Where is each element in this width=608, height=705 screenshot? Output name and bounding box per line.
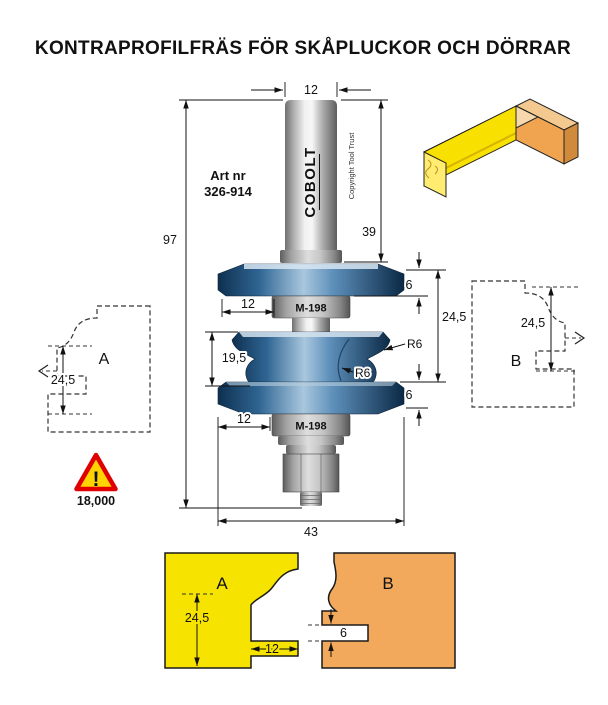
dim-label: R6 bbox=[407, 337, 423, 351]
profile-a-pointer-arrow bbox=[37, 364, 49, 378]
bearing-top-label: M-198 bbox=[295, 303, 326, 315]
dim-label: 12 bbox=[237, 412, 251, 426]
page-title: KONTRAPROFILFRÄS FÖR SKÅPLUCKOR OCH DÖRR… bbox=[35, 38, 571, 59]
piece-a-label: A bbox=[216, 574, 228, 593]
rail-profile-line bbox=[434, 165, 438, 175]
warning-triangle-icon bbox=[74, 452, 118, 492]
dim-profile-height: 24,5 bbox=[400, 269, 468, 383]
piece-a-section: 24,5 12 A bbox=[164, 552, 299, 669]
dim-bottom-edge: 6 bbox=[404, 364, 428, 426]
dim-label: 24,5 bbox=[442, 310, 466, 324]
dim-total-length: 97 bbox=[161, 99, 302, 509]
stile-end-face bbox=[563, 122, 579, 165]
dim-mid-height: 19,5 bbox=[205, 331, 250, 387]
top-washer bbox=[280, 250, 342, 263]
dim-label: 12 bbox=[304, 83, 318, 97]
dim-label: 6 bbox=[406, 388, 413, 402]
art-value: 326-914 bbox=[204, 184, 252, 199]
dim-shank-length: 39 bbox=[341, 99, 388, 263]
piece-a-tongue: 12 bbox=[265, 642, 279, 656]
warning-exclaim: ! bbox=[93, 468, 100, 491]
dim-top-cut: 12 bbox=[221, 295, 275, 317]
hex-nut bbox=[282, 453, 340, 493]
rail-end-face bbox=[423, 151, 447, 198]
profile-b-label: B bbox=[511, 353, 522, 370]
corner-joint-isometric bbox=[422, 98, 580, 198]
dim-label: 43 bbox=[304, 525, 318, 539]
washer-2 bbox=[286, 445, 336, 454]
dim-label: 97 bbox=[163, 233, 177, 247]
profile-a-outline bbox=[47, 305, 151, 433]
dim-overall-dia: 43 bbox=[217, 417, 405, 541]
piece-b-groove: 6 bbox=[340, 626, 347, 640]
piece-b-shape bbox=[321, 552, 456, 669]
piece-b-label: B bbox=[382, 574, 393, 593]
max-rpm: 18,000 bbox=[77, 494, 115, 508]
profile-b-outline bbox=[471, 280, 575, 408]
dim-label: 6 bbox=[406, 278, 413, 292]
washer-1 bbox=[278, 436, 344, 445]
profile-b-pointer-arrow bbox=[574, 331, 586, 345]
art-label: Art nr bbox=[210, 168, 245, 183]
profile-cutter-highlight bbox=[239, 332, 383, 337]
bottom-cutter bbox=[217, 381, 405, 415]
profile-a-drawing: 24,5 A bbox=[37, 305, 151, 433]
bearing-bottom-label: M-198 bbox=[295, 421, 326, 433]
second-flute-edge bbox=[337, 338, 350, 382]
piece-b-section: 6 B bbox=[308, 552, 456, 669]
dimensions: 12 97 39 12 6 24,5 bbox=[161, 82, 468, 541]
copyright-text: Copyright Tool Trust bbox=[347, 132, 356, 199]
profile-a-height: 24,5 bbox=[51, 373, 75, 387]
article-number: Art nr 326-914 bbox=[204, 168, 252, 199]
arbor bbox=[292, 318, 330, 332]
dim-radius-bottom: R6 bbox=[341, 364, 373, 382]
brand-text: COBOLT bbox=[302, 146, 319, 217]
dim-bottom-cut: 12 bbox=[217, 410, 271, 431]
dim-label: 39 bbox=[362, 225, 376, 239]
profile-b-drawing: 24,5 B bbox=[471, 280, 586, 408]
dim-label: 19,5 bbox=[222, 351, 246, 365]
rpm-warning: ! 18,000 bbox=[74, 452, 118, 508]
bottom-cutter-highlight bbox=[226, 382, 396, 386]
piece-a-height: 24,5 bbox=[185, 611, 209, 625]
shank bbox=[285, 100, 337, 250]
dim-label: 12 bbox=[241, 297, 255, 311]
router-bit: COBOLT Copyright Tool Trust M-198 M-198 bbox=[217, 100, 405, 506]
top-cutter-highlight bbox=[244, 264, 378, 269]
dim-radius-top: R6 bbox=[383, 335, 425, 353]
profile-a-label: A bbox=[99, 351, 110, 368]
profile-b-height: 24,5 bbox=[521, 316, 545, 330]
rail-profile-line bbox=[425, 159, 432, 179]
dim-label: R6 bbox=[355, 366, 371, 380]
dim-shank-dia: 12 bbox=[251, 82, 371, 97]
